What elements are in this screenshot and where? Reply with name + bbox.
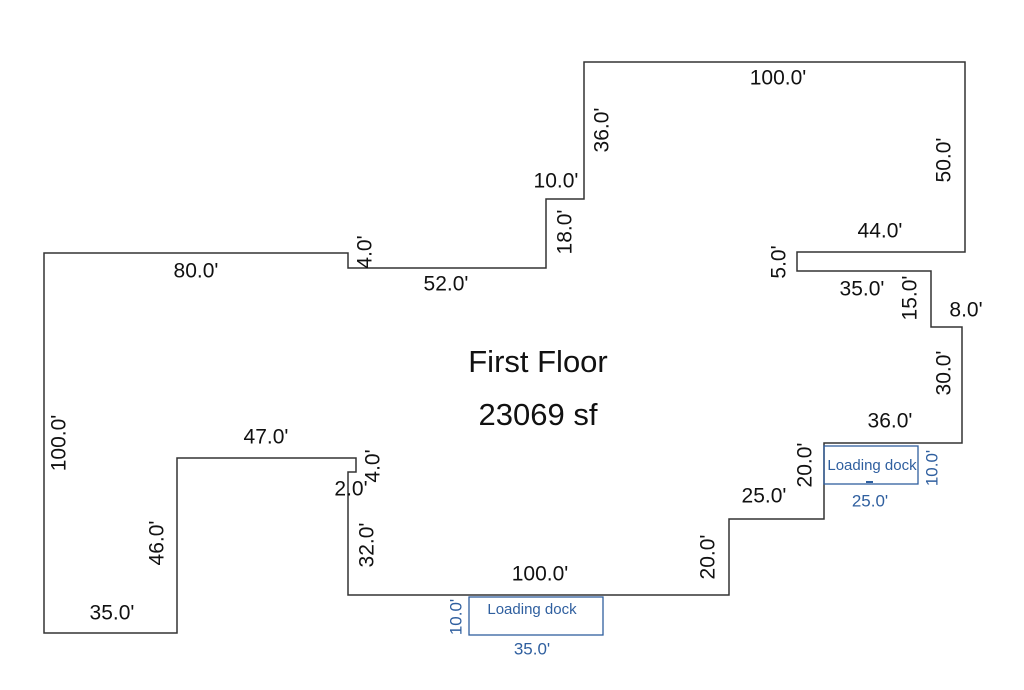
dim-label: 30.0' [933,351,956,396]
dim-label: 10.0' [534,170,579,193]
dim-label: 52.0' [424,273,469,296]
dock-width-label: 35.0' [514,639,550,658]
dim-label: 50.0' [933,138,956,183]
loading-dock-bottom [468,596,604,636]
dim-label: 35.0' [90,602,135,625]
dim-label: 100.0' [750,67,807,90]
floor-name: First Floor [468,344,608,379]
dim-label: 20.0' [794,443,817,488]
dim-label: 2.0' [334,478,367,501]
dim-label: 18.0' [554,210,577,255]
dim-label: 4.0' [362,449,385,482]
dim-label: 100.0' [512,563,569,586]
loading-dock-label: Loading dock [827,457,917,474]
dim-label: 100.0' [48,415,71,472]
dim-label: 44.0' [858,220,903,243]
dim-label: 35.0' [840,278,885,301]
dim-label: 25.0' [742,485,787,508]
dim-label: 36.0' [868,410,913,433]
dim-label: 47.0' [244,426,289,449]
dock-depth-label: 10.0' [446,599,465,635]
dim-label: 20.0' [697,535,720,580]
dim-label: 36.0' [591,108,614,153]
dim-label: 15.0' [899,276,922,321]
dim-label: 8.0' [949,299,982,322]
dim-label: 80.0' [174,260,219,283]
floor-outline [43,61,966,634]
floor-area: 23069 sf [479,397,598,432]
dim-label: 5.0' [768,245,791,278]
loading-dock-label: Loading dock [487,601,577,618]
dim-label: 4.0' [354,235,377,268]
loading-dock-right [823,445,919,485]
dock-width-label: 25.0' [852,491,888,510]
dim-label: 46.0' [146,521,169,566]
dock-depth-label: 10.0' [922,450,941,486]
dim-label: 32.0' [356,523,379,568]
